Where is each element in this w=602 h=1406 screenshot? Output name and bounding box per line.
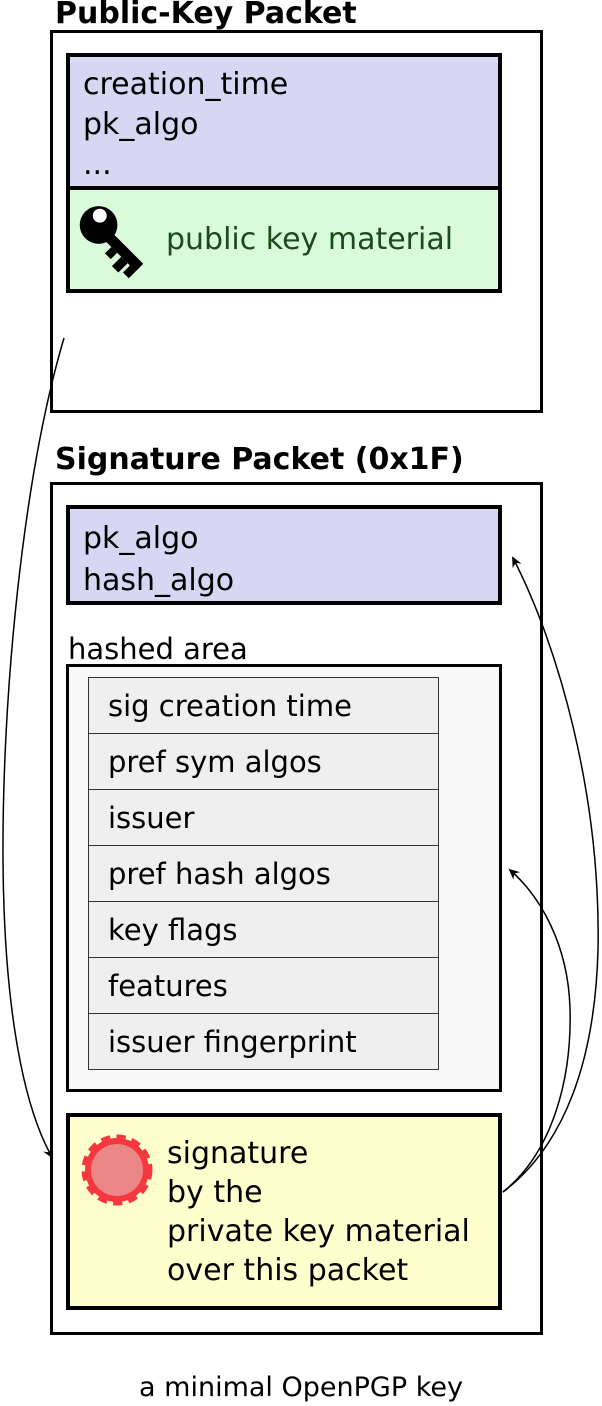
key-icon xyxy=(74,200,156,286)
algo-fields-box: pk_algo hash_algo xyxy=(66,505,502,605)
signature-line-4: over this packet xyxy=(167,1253,409,1288)
signature-line-2: by the xyxy=(167,1175,263,1210)
field-ellipsis: ... xyxy=(83,147,112,182)
diagram-caption: a minimal OpenPGP key xyxy=(139,1372,463,1403)
signature-line-1: signature xyxy=(167,1136,309,1171)
public-key-fields-box: creation_time pk_algo ... xyxy=(66,53,502,190)
seal-icon xyxy=(76,1129,158,1211)
public-key-packet-title: Public-Key Packet xyxy=(55,0,357,31)
public-key-material-box: public key material xyxy=(66,186,502,293)
signature-line-3: private key material xyxy=(167,1214,470,1249)
hashed-subpackets: sig creation time pref sym algos issuer … xyxy=(88,677,439,1070)
field-pk-algo: pk_algo xyxy=(83,107,199,142)
field-sig-pk-algo: pk_algo xyxy=(83,521,199,556)
subpacket-key-flags: key flags xyxy=(88,901,439,958)
subpacket-pref-sym-algos: pref sym algos xyxy=(88,733,439,790)
field-creation-time: creation_time xyxy=(83,67,289,102)
subpacket-features: features xyxy=(88,957,439,1014)
signature-description: signature by the private key material ov… xyxy=(167,1134,470,1290)
subpacket-issuer: issuer xyxy=(88,789,439,846)
subpacket-pref-hash-algos: pref hash algos xyxy=(88,845,439,902)
signature-box: signature by the private key material ov… xyxy=(66,1113,502,1310)
subpacket-sig-creation-time: sig creation time xyxy=(88,677,439,734)
subpacket-issuer-fingerprint: issuer fingerprint xyxy=(88,1013,439,1070)
hashed-area-label: hashed area xyxy=(68,632,248,666)
field-sig-hash-algo: hash_algo xyxy=(83,563,235,598)
public-key-material-label: public key material xyxy=(166,222,454,257)
signature-packet-title: Signature Packet (0x1F) xyxy=(55,442,464,477)
